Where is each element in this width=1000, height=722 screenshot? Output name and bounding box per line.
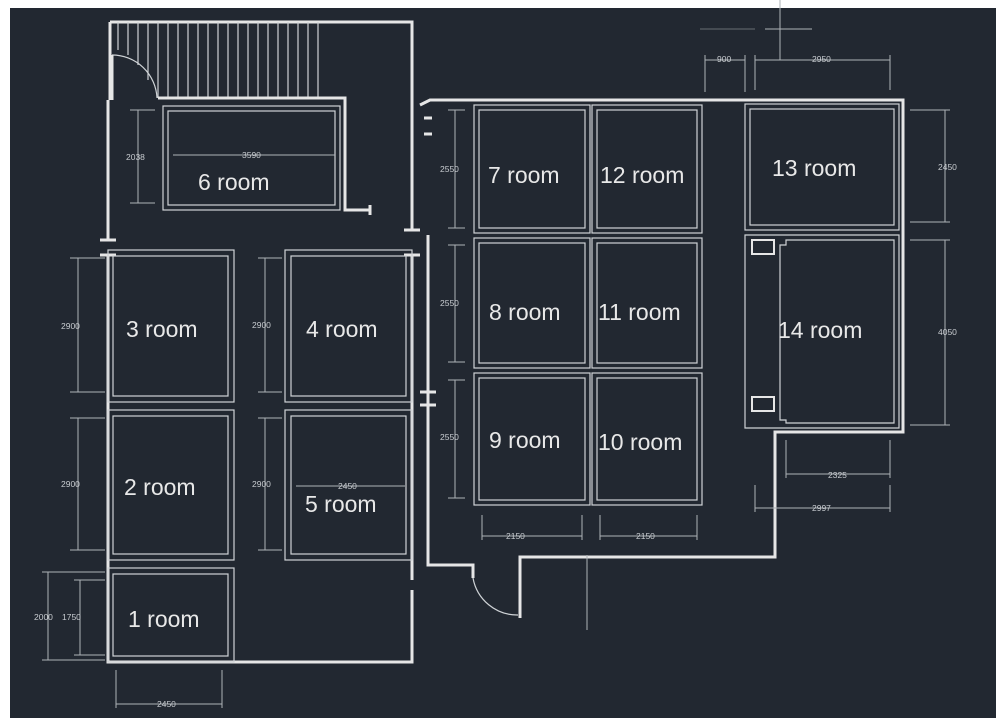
dim-900: 900 <box>717 54 731 64</box>
dim-2900-room2: 2900 <box>61 479 80 489</box>
dim-2150-b: 2150 <box>636 531 655 541</box>
room-10-label: 10 room <box>598 429 682 455</box>
room-1-label: 1 room <box>128 606 200 632</box>
room-1: 1 room <box>107 567 235 663</box>
room-11: 11 room <box>591 237 703 369</box>
dim-2150-a: 2150 <box>506 531 525 541</box>
room-14-label: 14 room <box>778 317 862 343</box>
room-5: 5 room <box>284 409 413 561</box>
room-6: 6 room <box>162 105 341 211</box>
dim-2000: 2000 <box>34 612 53 622</box>
room-2-label: 2 room <box>124 474 196 500</box>
staircase <box>108 20 414 112</box>
room-12: 12 room <box>591 104 703 234</box>
dim-2450-room13: 2450 <box>938 162 957 172</box>
dim-2900-room5: 2900 <box>252 479 271 489</box>
dim-4050: 4050 <box>938 327 957 337</box>
dim-2550-7: 2550 <box>440 164 459 174</box>
right-block-walls <box>419 98 905 618</box>
room-4: 4 room <box>284 249 413 403</box>
room-8-label: 8 room <box>489 299 561 325</box>
room-3-label: 3 room <box>126 316 198 342</box>
dim-1750: 1750 <box>62 612 81 622</box>
room-12-label: 12 room <box>600 162 684 188</box>
room-8: 8 room <box>473 237 591 369</box>
dim-2900-room3: 2900 <box>61 321 80 331</box>
room-13-label: 13 room <box>772 155 856 181</box>
room-11-label: 11 room <box>598 299 681 325</box>
room-13: 13 room <box>744 103 900 231</box>
room-9: 9 room <box>473 372 591 506</box>
room-2: 2 room <box>107 409 235 561</box>
dim-2900-room4: 2900 <box>252 320 271 330</box>
room-7-label: 7 room <box>488 162 560 188</box>
room-7: 7 room <box>473 104 591 234</box>
dim-2997: 2997 <box>812 503 831 513</box>
room-6-label: 6 room <box>198 169 270 195</box>
room-4-label: 4 room <box>306 316 378 342</box>
dim-2950: 2950 <box>812 54 831 64</box>
dim-2038: 2038 <box>126 152 145 162</box>
dimension-labels: 900 2950 2450 4050 2038 3590 2550 2550 2… <box>34 54 957 709</box>
dim-2550-9: 2550 <box>440 432 459 442</box>
dim-2325: 2325 <box>828 470 847 480</box>
room-3: 3 room <box>107 249 235 403</box>
dim-2450-room1: 2450 <box>157 699 176 709</box>
room-5-label: 5 room <box>305 491 377 517</box>
room-10: 10 room <box>591 372 703 506</box>
dim-3590: 3590 <box>242 150 261 160</box>
dim-2450-room5: 2450 <box>338 481 357 491</box>
dimension-lines <box>42 0 950 708</box>
dim-2550-8: 2550 <box>440 298 459 308</box>
room-9-label: 9 room <box>489 427 561 453</box>
room-14: 14 room <box>744 234 900 429</box>
